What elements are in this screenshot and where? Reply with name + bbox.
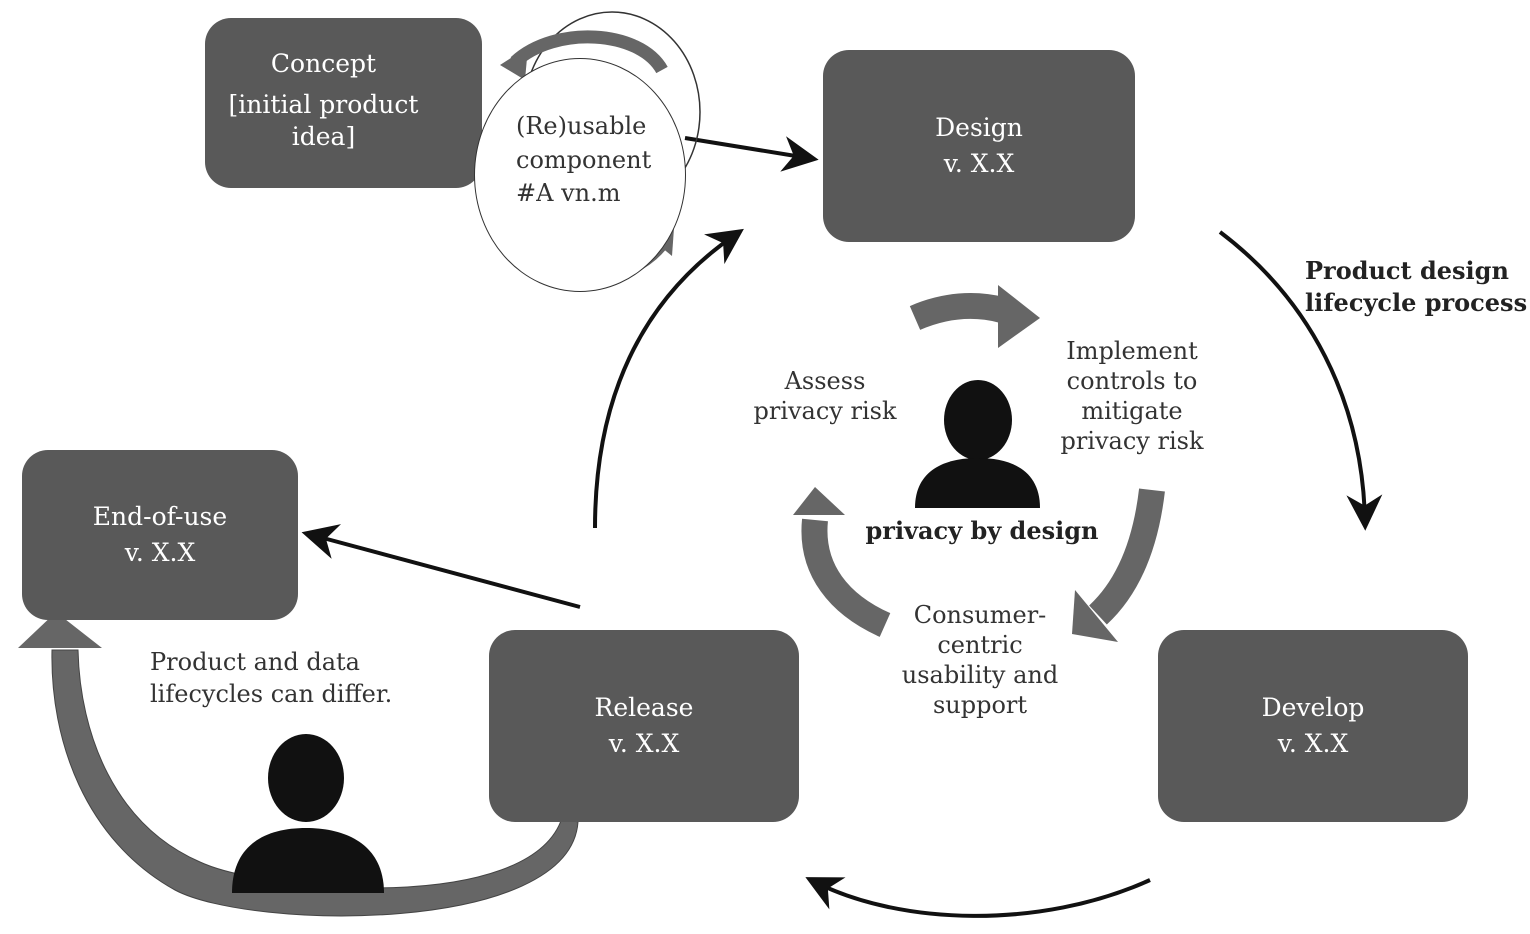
concept-subtitle: [initial product	[228, 89, 419, 119]
release-box: Release v. X.X	[489, 630, 799, 822]
process-label: Product design lifecycle process	[1305, 256, 1528, 318]
lifecycle-note: Product and data lifecycles can differ.	[150, 648, 393, 709]
reusable-component-label: (Re)usable component #A vn.m	[516, 112, 652, 208]
privacy-arrow-assess-to-implement	[909, 293, 1006, 331]
develop-box: Develop v. X.X	[1158, 630, 1468, 822]
privacy-arrowhead-implement	[998, 285, 1040, 348]
privacy-arrow-implement-to-consumer	[1088, 488, 1165, 625]
develop-version: v. X.X	[1277, 729, 1349, 758]
concept-subtitle-2: idea]	[291, 122, 356, 151]
design-title: Design	[935, 112, 1023, 142]
end-of-use-title: End-of-use	[92, 501, 228, 531]
component-cycle-arrow-top	[510, 30, 668, 74]
arrow-design-to-develop	[1218, 230, 1383, 531]
consumer-label: Consumer- centric usability and support	[901, 601, 1059, 719]
arrow-develop-to-release	[805, 877, 1151, 918]
privacy-by-design-label: privacy by design	[865, 516, 1099, 545]
person-icon	[915, 380, 1040, 508]
arrow-release-to-end-of-use	[301, 524, 581, 609]
end-of-use-version: v. X.X	[124, 538, 196, 567]
lifecycle-divergence-arrowhead	[18, 612, 102, 648]
design-version: v. X.X	[943, 149, 1015, 178]
privacy-arrowhead-assess	[793, 487, 845, 515]
develop-title: Develop	[1261, 692, 1365, 722]
arrow-concept-to-design	[684, 136, 819, 172]
person-icon	[232, 734, 384, 893]
assess-label: Assess privacy risk	[753, 367, 897, 425]
privacy-arrow-consumer-to-assess	[801, 518, 891, 637]
end-of-use-box: End-of-use v. X.X	[22, 450, 298, 620]
concept-title: Concept	[270, 49, 377, 78]
privacy-arrowhead-consumer	[1072, 590, 1118, 642]
implement-label: Implement controls to mitigate privacy r…	[1060, 337, 1204, 455]
reusable-component-circle	[474, 58, 686, 292]
component-cycle-arrowhead-top	[500, 47, 528, 80]
design-box: Design v. X.X	[823, 50, 1135, 242]
concept-box: Concept [initial product idea]	[205, 18, 482, 188]
release-title: Release	[594, 692, 694, 722]
release-version: v. X.X	[608, 729, 680, 758]
arrow-release-to-design	[593, 228, 744, 529]
